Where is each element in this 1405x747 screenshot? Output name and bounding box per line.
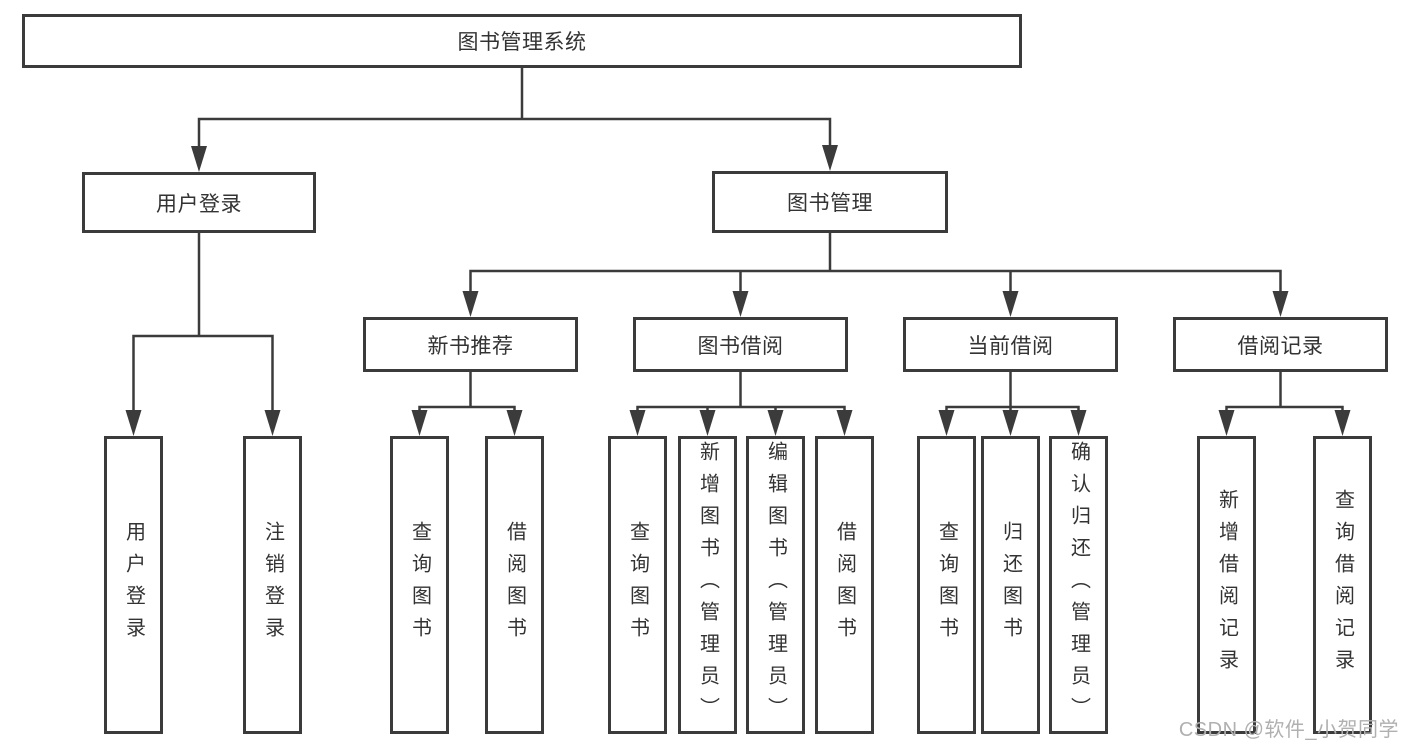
leaf-confirm-return-admin-label: 确认归还（管理员）	[1067, 441, 1090, 729]
leaf-logout: 注销登录	[243, 436, 302, 734]
leaf-current-query-books-label: 查询图书	[935, 521, 958, 649]
node-root-label: 图书管理系统	[457, 31, 587, 54]
leaf-return-book: 归还图书	[981, 436, 1040, 734]
watermark: CSDN @软件_小贺同学	[1178, 719, 1399, 741]
node-user-login-label: 用户登录	[156, 192, 242, 216]
leaf-edit-book-admin: 编辑图书（管理员）	[746, 436, 805, 734]
leaf-return-book-label: 归还图书	[999, 521, 1022, 649]
leaf-recommend-borrow-books: 借阅图书	[485, 436, 544, 734]
node-root: 图书管理系统	[22, 14, 1022, 68]
leaf-borrow-borrow-books: 借阅图书	[815, 436, 874, 734]
node-borrow-records-label: 借阅记录	[1237, 334, 1324, 358]
leaf-borrow-borrow-books-label: 借阅图书	[833, 521, 856, 649]
node-user-login: 用户登录	[82, 172, 316, 233]
leaf-add-borrow-record-label: 新增借阅记录	[1215, 489, 1238, 681]
node-book-borrow: 图书借阅	[633, 317, 848, 372]
leaf-add-borrow-record: 新增借阅记录	[1197, 436, 1256, 734]
leaf-query-borrow-record: 查询借阅记录	[1313, 436, 1372, 734]
node-book-management-label: 图书管理	[787, 192, 873, 215]
leaf-query-borrow-record-label: 查询借阅记录	[1331, 489, 1354, 681]
leaf-user-login: 用户登录	[104, 436, 163, 734]
leaf-borrow-query-books: 查询图书	[608, 436, 667, 734]
node-current-borrow: 当前借阅	[903, 317, 1118, 372]
leaf-recommend-query-books-label: 查询图书	[408, 521, 431, 649]
node-new-book-recommend-label: 新书推荐	[427, 334, 514, 358]
leaf-recommend-borrow-books-label: 借阅图书	[503, 521, 526, 649]
node-book-management: 图书管理	[712, 171, 948, 233]
node-new-book-recommend: 新书推荐	[363, 317, 578, 372]
leaf-recommend-query-books: 查询图书	[390, 436, 449, 734]
node-borrow-records: 借阅记录	[1173, 317, 1388, 372]
leaf-logout-label: 注销登录	[261, 521, 284, 649]
leaf-edit-book-admin-label: 编辑图书（管理员）	[764, 441, 787, 729]
leaf-add-book-admin-label: 新增图书（管理员）	[696, 441, 719, 729]
node-current-borrow-label: 当前借阅	[967, 334, 1054, 358]
leaf-borrow-query-books-label: 查询图书	[626, 521, 649, 649]
leaf-current-query-books: 查询图书	[917, 436, 976, 734]
leaf-confirm-return-admin: 确认归还（管理员）	[1049, 436, 1108, 734]
node-book-borrow-label: 图书借阅	[697, 334, 784, 358]
leaf-add-book-admin: 新增图书（管理员）	[678, 436, 737, 734]
leaf-user-login-label: 用户登录	[122, 521, 145, 649]
